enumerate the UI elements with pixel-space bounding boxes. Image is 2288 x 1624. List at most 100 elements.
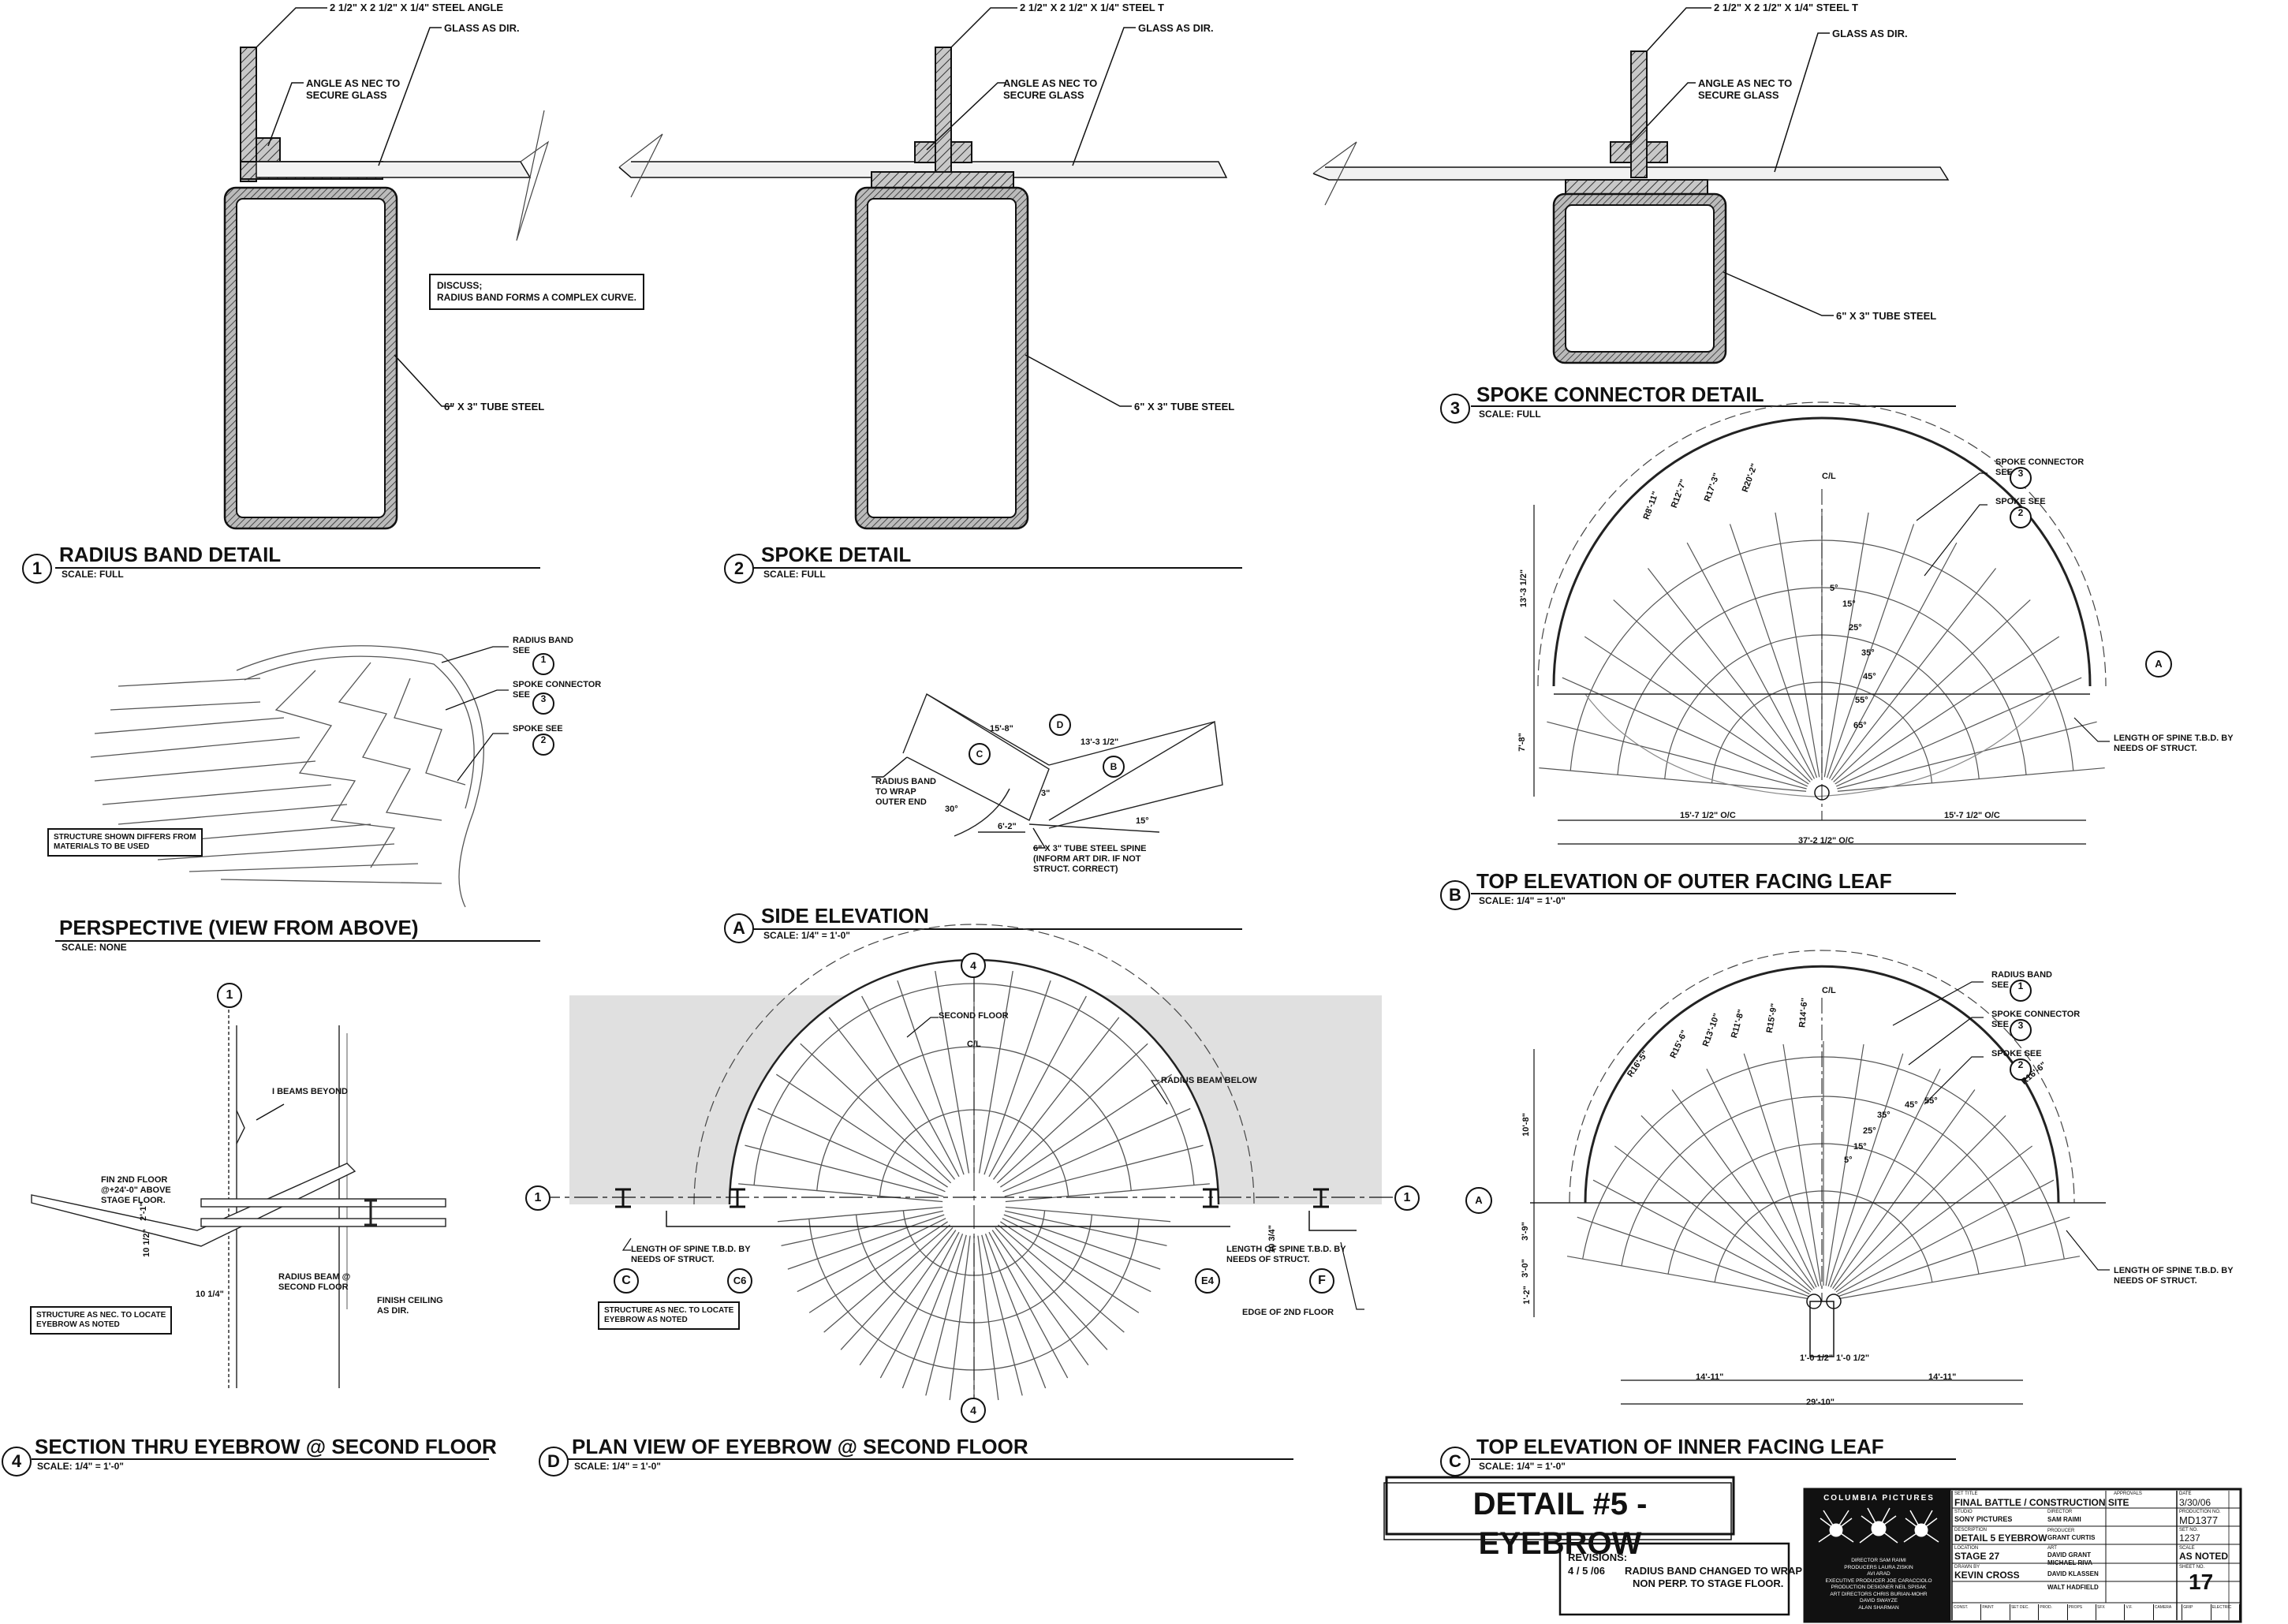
- spoke-line: [1592, 1179, 1810, 1295]
- credit-line: ART DIRECTORS CHRIS BURIAN-MOHR: [1830, 1591, 1928, 1597]
- tb-drawn-by: KEVIN CROSS: [1954, 1570, 2020, 1581]
- tb-art-director: DAVID KLASSEN: [2047, 1570, 2099, 1577]
- spoke-line: [828, 1017, 956, 1180]
- tb-label: DESCRIPTION: [1954, 1528, 1988, 1533]
- spoke-line: [1613, 599, 1811, 782]
- dim-label: 10 3/4": [1267, 1225, 1277, 1253]
- note-radius-wrap: RADIUS BAND TO WRAP OUTER END: [875, 777, 936, 807]
- ref-bubble-1: 1: [532, 653, 554, 675]
- note-steel-t: 2 1/2" X 2 1/2" X 1/4" STEEL T: [1020, 2, 1165, 13]
- detail-title: TOP ELEVATION OF INNER FACING LEAF: [1476, 1435, 1884, 1458]
- note-spine-length: LENGTH OF SPINE T.B.D. BY NEEDS OF STRUC…: [1226, 1245, 1346, 1264]
- tb-set-title: FINAL BATTLE / CONSTRUCTION SITE: [1954, 1497, 2129, 1508]
- note-radius-beam-below: RADIUS BEAM BELOW: [1161, 1076, 1257, 1085]
- angle-label: 15°: [1853, 1142, 1867, 1152]
- detail-scale: SCALE: NONE: [62, 942, 127, 953]
- spoke-line: [1832, 1089, 1976, 1290]
- detail-title: PERSPECTIVE (VIEW FROM ABOVE): [59, 916, 419, 939]
- dept-cell: PROPS: [2068, 1604, 2097, 1620]
- tb-location: STAGE 27: [1954, 1551, 2000, 1562]
- spoke-line: [978, 970, 1013, 1174]
- spoke-line: [777, 1206, 943, 1223]
- dept-cell: ELECTRIC: [2211, 1604, 2241, 1620]
- tb-art: DAVID GRANT: [2047, 1551, 2091, 1559]
- dim-label: 2'-1": [138, 1202, 148, 1221]
- spoke-line: [935, 970, 970, 1174]
- ref-bubble-3: 3: [2010, 1019, 2032, 1041]
- ref-bubble-2: 2: [2010, 1058, 2032, 1081]
- spoke-line: [1837, 1179, 2055, 1295]
- detail-bubble-b: B: [1440, 880, 1470, 910]
- plan-view-drawing: [536, 924, 1412, 1404]
- spoke-line: [977, 1235, 999, 1401]
- dept-cell: SFX: [2096, 1604, 2126, 1620]
- grid-bubble-4: 4: [961, 953, 986, 978]
- cl-label: C/L: [1822, 986, 1836, 995]
- cl-label: C/L: [1822, 472, 1836, 481]
- dim-label: 10'-8": [1521, 1113, 1531, 1137]
- credit-line: ALAN SHARMAN: [1858, 1604, 1899, 1611]
- detail-scale: SCALE: FULL: [763, 569, 826, 580]
- note-fin-floor: FIN 2ND FLOOR @+24'-0" ABOVE STAGE FLOOR…: [101, 1175, 171, 1205]
- tier-arc: [1714, 1190, 1933, 1282]
- spoke-line: [738, 1183, 943, 1203]
- spoke-line: [787, 1214, 945, 1270]
- note-tube-steel: 6" X 3" TUBE STEEL: [444, 401, 545, 413]
- spoke-line: [901, 1234, 964, 1389]
- spoke-line: [823, 1224, 950, 1333]
- spoke-line: [1838, 1216, 2070, 1297]
- note-tube-steel: 6" X 3" TUBE STEEL: [1836, 310, 1937, 322]
- spoke-line: [879, 1231, 960, 1379]
- detail-title: SIDE ELEVATION: [761, 904, 929, 928]
- detail-title: SPOKE DETAIL: [761, 543, 912, 566]
- grid-bubble-e4: E4: [1195, 1268, 1220, 1294]
- dim-label: 29'-10": [1806, 1398, 1835, 1407]
- spoke-line: [1835, 636, 2060, 785]
- dim-label: 3'-9": [1520, 1222, 1530, 1241]
- dim-label: 14'-11": [1696, 1372, 1724, 1382]
- spoke-line: [861, 995, 960, 1178]
- spider-logo-icon: [1812, 1506, 1945, 1554]
- grid-bubble-1: 1: [217, 983, 242, 1008]
- detail-scale: SCALE: FULL: [1479, 409, 1541, 420]
- spoke-line: [991, 1230, 1089, 1366]
- top-elevation-outer-drawing: [1533, 401, 2110, 845]
- revision-date: 4 / 5 /06: [1568, 1565, 1605, 1577]
- sheet-title-frame: [1383, 1476, 1735, 1540]
- spoke-line: [1562, 677, 1808, 787]
- dim-label: 1'-0 1/2": [1836, 1353, 1870, 1363]
- detail-scale: SCALE: 1/4" = 1'-0": [574, 1461, 661, 1472]
- dept-cell: V.F.: [2125, 1604, 2154, 1620]
- tb-label: PRODUCTION NO.: [2179, 1510, 2221, 1514]
- ref-bubble-3: 3: [532, 693, 554, 715]
- dim-label: 15'-8": [990, 724, 1013, 734]
- spoke-line: [897, 980, 965, 1175]
- sheet-title: DETAIL #5 - EYEBROW: [1472, 1487, 1648, 1561]
- note-spine-length: LENGTH OF SPINE T.B.D. BY NEEDS OF STRUC…: [2114, 734, 2234, 753]
- cl-label: C/L: [967, 1040, 981, 1049]
- angle-label: 55°: [1924, 1096, 1938, 1106]
- spoke-line: [859, 1230, 957, 1366]
- detail-scale: SCALE: FULL: [62, 569, 124, 580]
- detail-title: SECTION THRU EYEBROW @ SECOND FLOOR: [35, 1435, 497, 1458]
- spoke-line: [775, 1073, 948, 1188]
- spoke-line: [996, 1043, 1148, 1184]
- dim-label: 1'-2": [1521, 1286, 1532, 1305]
- note-radius-band: RADIUS BAND SEE: [1991, 970, 2052, 990]
- tb-sheet-no: 17: [2189, 1570, 2214, 1594]
- spoke-line: [1005, 1183, 1210, 1203]
- tb-set-no: 1237: [2179, 1533, 2200, 1544]
- spoke-line: [781, 1210, 944, 1246]
- ref-bubble-2: 2: [2010, 506, 2032, 528]
- dim-label: 13'-3 1/2": [1081, 737, 1119, 747]
- detail-2-spoke-drawing: [618, 7, 1228, 530]
- note-second-floor: SECOND FLOOR: [939, 1011, 1009, 1021]
- note-radius-band: RADIUS BAND SEE: [513, 636, 573, 655]
- spoke-line: [800, 1043, 952, 1184]
- spoke-line: [1577, 1216, 1809, 1297]
- outer-leaf-spokes: [1539, 509, 2105, 792]
- angle-label: 65°: [1853, 721, 1867, 730]
- title-underlines: [32, 405, 1956, 1460]
- detail-title: TOP ELEVATION OF OUTER FACING LEAF: [1476, 869, 1892, 893]
